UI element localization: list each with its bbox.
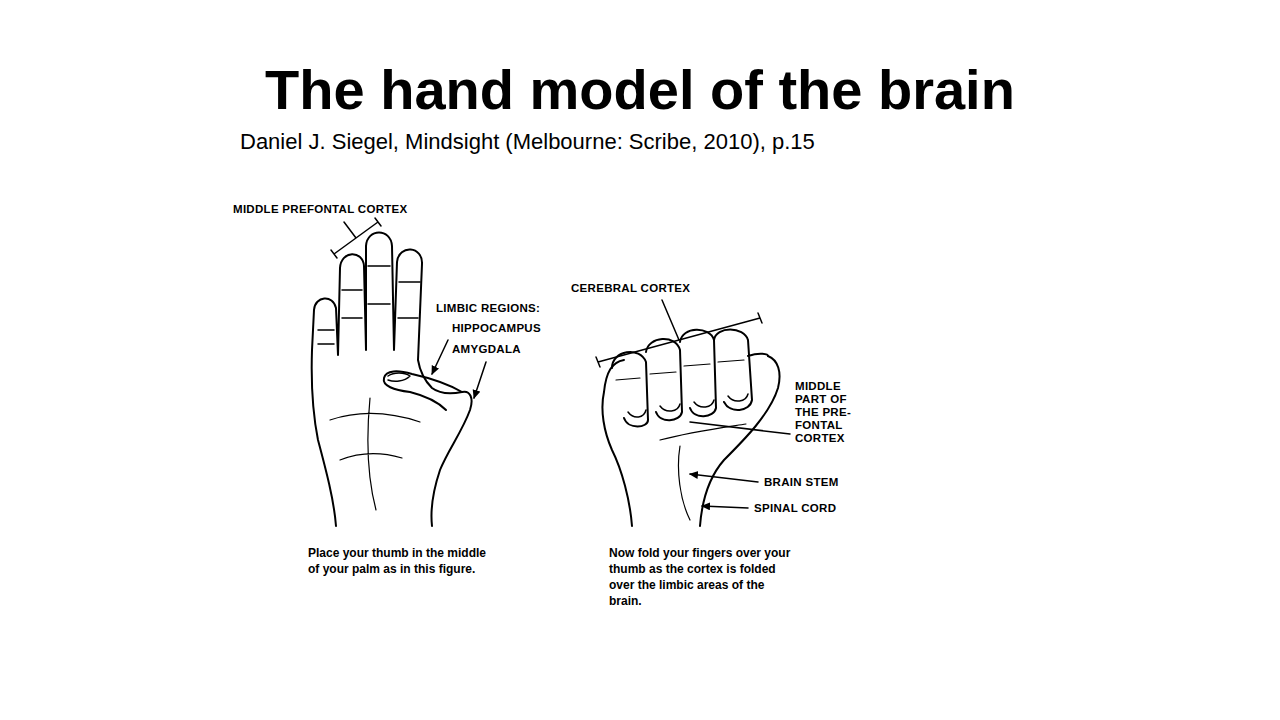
hippocampus-arrow — [432, 340, 448, 374]
prefrontal-leader — [690, 422, 790, 434]
folded-thumb — [384, 371, 462, 410]
thumbnail — [388, 373, 410, 381]
source-citation: Daniel J. Siegel, Mindsight (Melbourne: … — [240, 128, 815, 156]
open-hand-outline — [312, 233, 472, 527]
amygdala-arrow — [474, 362, 486, 398]
instruction-note: Place your thumb in the middle of your p… — [308, 545, 488, 577]
prefrontal-bracket — [331, 218, 381, 258]
fist-outline — [602, 356, 779, 526]
finger-creases — [318, 266, 420, 344]
part-label: BRAIN STEM — [764, 476, 839, 489]
part-label: SPINAL CORD — [754, 502, 836, 515]
part-label: AMYGDALA — [452, 343, 521, 356]
part-label: MIDDLE PREFONTAL CORTEX — [233, 203, 408, 216]
part-label: LIMBIC REGIONS: — [436, 302, 540, 315]
slide-title: The hand model of the brain — [0, 58, 1280, 122]
brainstem-arrow — [690, 474, 758, 482]
instruction-note: Now fold your fingers over your thumb as… — [609, 545, 791, 609]
part-label: HIPPOCAMPUS — [452, 322, 541, 335]
part-label: CEREBRAL CORTEX — [571, 282, 690, 295]
cortex-bracket — [596, 300, 762, 367]
palm-lines — [330, 398, 420, 510]
fist-creases — [616, 360, 746, 520]
spinalcord-arrow — [702, 506, 748, 508]
fist-nails — [628, 394, 748, 417]
part-label: MIDDLE PART OF THE PRE- FONTAL CORTEX — [795, 380, 859, 445]
